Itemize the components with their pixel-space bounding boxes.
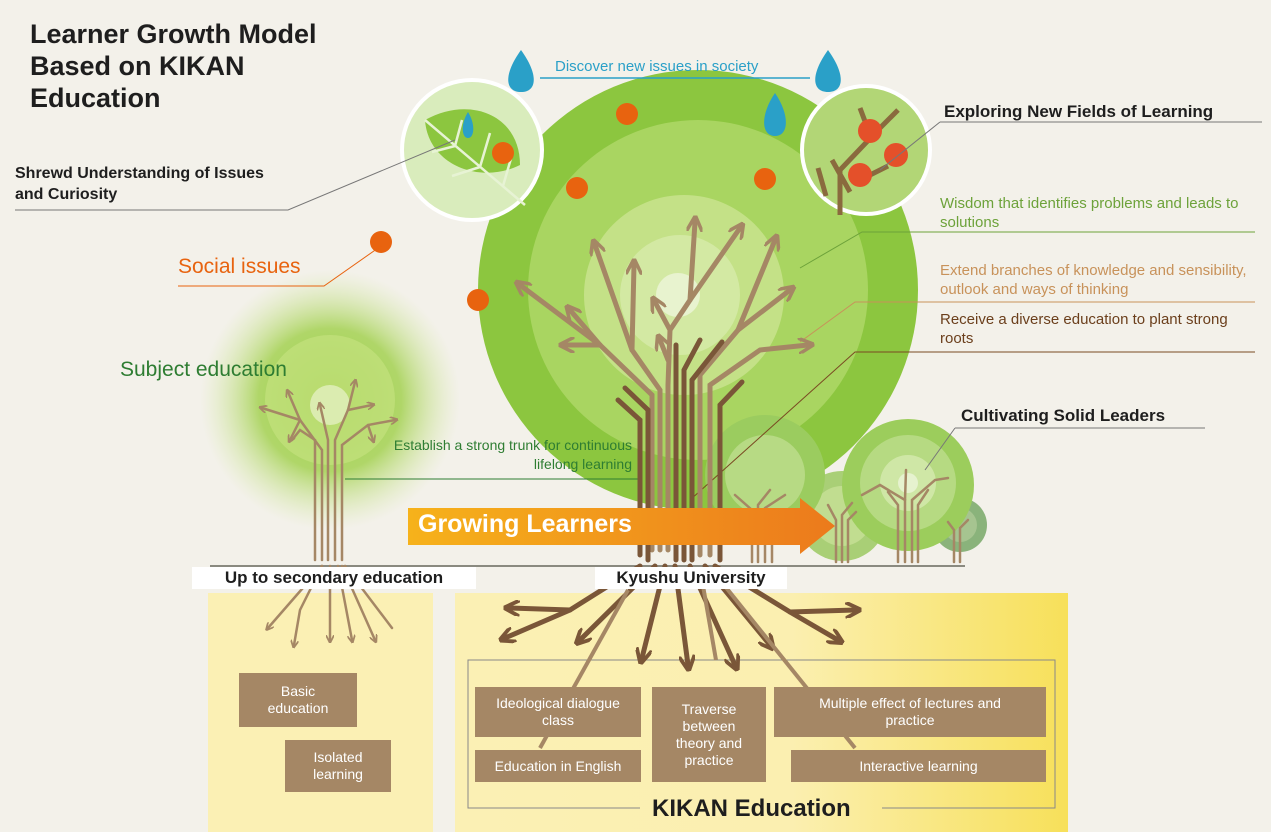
fruit-3	[848, 163, 872, 187]
kikan-education-label: KIKAN Education	[652, 795, 851, 822]
extend-leader	[799, 301, 1255, 343]
social-issue-dot	[467, 289, 489, 311]
shrewd-label: Shrewd Understanding of Issues and Curio…	[15, 165, 264, 203]
receive-label: Receive a diverse education to plant str…	[940, 311, 1228, 347]
social-issue-dot	[754, 168, 776, 190]
subject-education-label: Subject education	[120, 358, 287, 381]
ideological-dialogue-box: Ideological dialogue class	[475, 687, 641, 737]
establish-label: Establish a strong trunk for continuous …	[393, 437, 632, 472]
water-drop-icon-1	[508, 50, 534, 92]
cultivating-label: Cultivating Solid Leaders	[961, 406, 1166, 425]
kikan-frame	[467, 659, 1056, 809]
wisdom-leader	[799, 231, 1255, 269]
traverse-box: Traverse between theory and practice	[652, 687, 766, 782]
growing-learners-arrow	[408, 498, 835, 554]
basic-education-box: Basic education	[239, 673, 357, 727]
social-issue-dot	[566, 177, 588, 199]
social-issue-dot	[370, 231, 392, 253]
kyushu-university-label: Kyushu University	[595, 567, 787, 589]
receive-leader	[689, 351, 1255, 501]
water-drop-icon-leaf	[462, 112, 474, 138]
water-drop-icon-2	[815, 50, 841, 92]
multiple-effect-box: Multiple effect of lectures and practice	[774, 687, 1046, 737]
fruit-2	[884, 143, 908, 167]
page-title: Learner Growth Model Based on KIKAN Educ…	[30, 19, 317, 113]
exploring-circle	[800, 84, 932, 216]
social-issue-dot	[616, 103, 638, 125]
education-english-box: Education in English	[475, 750, 641, 782]
wisdom-label: Wisdom that identifies problems and lead…	[940, 195, 1239, 231]
discover-label: Discover new issues in society	[555, 58, 759, 75]
extend-label: Extend branches of knowledge and sensibi…	[940, 262, 1247, 298]
growing-learners-label: Growing Learners	[418, 510, 632, 538]
isolated-learning-box: Isolated learning	[285, 740, 391, 792]
secondary-education-label: Up to secondary education	[192, 567, 476, 589]
exploring-label: Exploring New Fields of Learning	[944, 102, 1214, 121]
interactive-learning-box: Interactive learning	[791, 750, 1046, 782]
social-issues-label: Social issues	[178, 255, 301, 278]
shrewd-leader	[15, 139, 456, 211]
social-issue-dot	[492, 142, 514, 164]
water-drop-icon-3	[764, 93, 786, 136]
cultivating-leader	[924, 427, 1205, 471]
social-leader	[178, 245, 382, 287]
fruit-1	[858, 119, 882, 143]
